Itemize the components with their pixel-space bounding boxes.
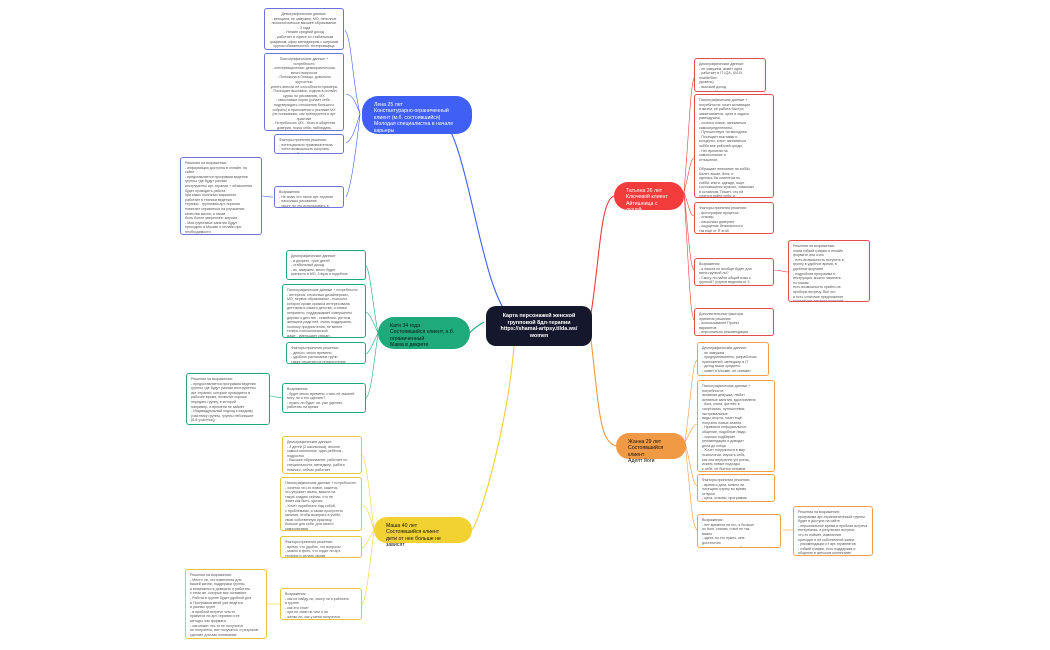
zhanna-psychographics-card: Психографические данные + потребности: а… bbox=[697, 380, 775, 472]
lena-objections-card: Возражения: - Не знаю что такое арт-тера… bbox=[274, 186, 344, 208]
lena-demographics-card: Демографические данные: - женщина, не за… bbox=[264, 8, 344, 50]
katya-factors-card: Факторы принятия решения: - деньги, мног… bbox=[286, 342, 366, 364]
katya-solutions-card: Решения на возражения: - предоставляется… bbox=[186, 373, 270, 425]
link-root-masha bbox=[471, 331, 516, 531]
katya-objections-card: Возражения: - будет много времени, стать… bbox=[282, 383, 366, 413]
masha-solutions-card: Решения на возражения: - Место ли, что и… bbox=[185, 569, 267, 639]
tanya-extra-factors-card: Дополнительные факторы принятия решения:… bbox=[694, 308, 774, 336]
zhanna-factors-card: Факторы принятия решения: - время и дата… bbox=[697, 474, 775, 502]
lena-factors-card: Факторы принятия решения: - потенциально… bbox=[274, 134, 344, 154]
branch-lena: Лена 25 лет Константурарно-ограниченный … bbox=[362, 96, 472, 134]
tanya-demographics-card: Демографические данные: - не замужем, жи… bbox=[694, 58, 766, 92]
masha-psychographics-card: Психографические данные + потребности: -… bbox=[280, 477, 362, 531]
link-root-tanya bbox=[589, 195, 615, 321]
branch-masha: Маша 40 лет Состоявшийся клиент дети от … bbox=[374, 517, 472, 548]
link-root-zhanna bbox=[589, 329, 617, 447]
zhanna-objections-card: Возражения: - нет времени на это, я боль… bbox=[697, 514, 781, 548]
branch-zhanna: Жанна 29 лет Состоявшийся клиент Адепт й… bbox=[616, 433, 686, 464]
tanya-solutions-card: Решения на возражения: показ гибкий граф… bbox=[788, 240, 870, 302]
root-node: Карта персонажей женской групповой 8дл-т… bbox=[486, 306, 592, 346]
tanya-psychographics-card: Психографические данные + потребности: х… bbox=[694, 94, 774, 198]
katya-psychographics-card: Психографические данные + потребности: -… bbox=[282, 284, 366, 338]
zhanna-demographics-card: Демографические данные: - не замужем - п… bbox=[697, 342, 769, 376]
masha-objections-card: Возражения: - как не найду ли, смогу ли … bbox=[280, 588, 362, 620]
katya-demographics-card: Демографические данные: - в декрете, тро… bbox=[286, 250, 366, 280]
branch-katya: Катя 34 года Состоявшийся клиент, н.б. о… bbox=[378, 317, 470, 349]
link-root-lena bbox=[439, 115, 516, 323]
masha-demographics-card: Демографические данные: - 3 детей (2 шко… bbox=[282, 436, 362, 474]
lena-solutions-card: Решения на возражения: - информация дост… bbox=[180, 157, 262, 235]
tanya-objections-card: Возражения: - а нашла ли вообще будет дл… bbox=[694, 258, 774, 286]
zhanna-solutions-card: Решения на возражения: программа арт-тер… bbox=[793, 506, 873, 556]
tanya-factors-card: Факторы принятия решения: - фотографии п… bbox=[694, 202, 774, 234]
link-root-katya bbox=[467, 321, 485, 335]
branch-tanya: Татьяна 26 лет Ключевой клиент Айтишница… bbox=[614, 182, 684, 213]
lena-psychographics-card: Психографические данные + потребности - … bbox=[264, 53, 344, 131]
masha-factors-card: Факторы принятия решения: - время, что у… bbox=[280, 536, 362, 558]
